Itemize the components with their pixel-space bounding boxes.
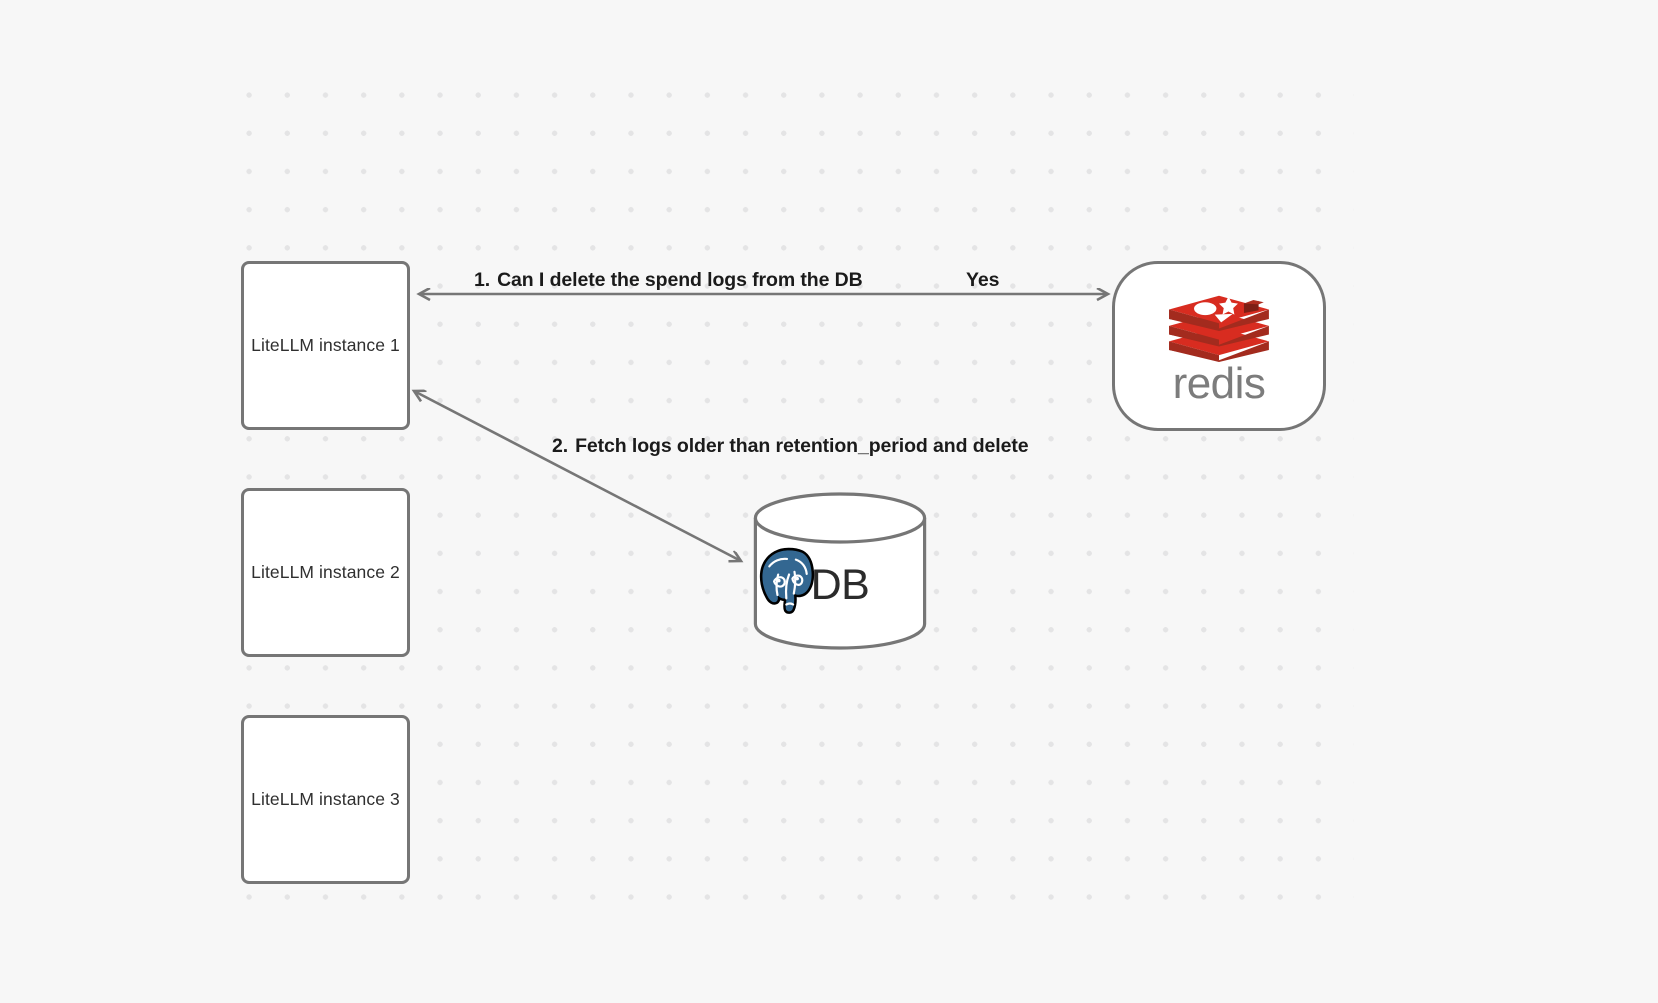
database-logo-group: DB [753,546,927,624]
node-litellm-instance-1[interactable]: LiteLLM instance 1 [241,261,410,430]
edge-label-step-1: 1. Can I delete the spend logs from the D… [474,269,863,292]
edge-label-text: Fetch logs older than retention_period a… [575,435,1029,457]
database-label: DB [810,560,870,609]
edge-instance1-db [414,391,741,561]
edge-label-reply-yes: Yes [966,269,1000,291]
edge-label-text: Can I delete the spend logs from the DB [497,269,863,291]
node-database[interactable]: DB [753,492,927,650]
node-litellm-instance-3[interactable]: LiteLLM instance 3 [241,715,410,884]
redis-stack-icon [1169,295,1269,362]
redis-wordmark: redis [1172,358,1266,408]
edge-step-number: 2. [552,435,569,457]
edge-step-number: 1. [474,269,491,291]
node-redis[interactable]: redis [1112,261,1326,431]
postgresql-elephant-icon [759,547,815,614]
node-label: LiteLLM instance 1 [251,335,400,355]
node-label: LiteLLM instance 3 [251,789,400,809]
node-litellm-instance-2[interactable]: LiteLLM instance 2 [241,488,410,657]
edge-label-step-2: 2. Fetch logs older than retention_period… [552,435,1029,458]
node-label: LiteLLM instance 2 [251,562,400,582]
